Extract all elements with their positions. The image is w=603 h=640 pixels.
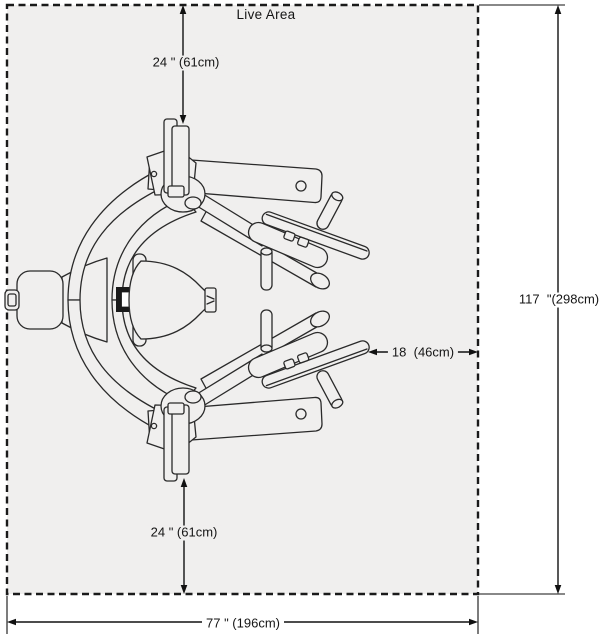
live-area-label: Live Area	[236, 7, 296, 23]
dim-side-clearance-label: 18 (46cm)	[387, 345, 459, 361]
dim-overall-length-label: 117 "(298cm)	[514, 292, 603, 308]
dim-top-clearance-label: 24 " (61cm)	[148, 55, 224, 71]
machine-drawing	[4, 118, 372, 482]
dim-overall-width-label: 77 " (196cm)	[202, 616, 284, 632]
machine-upper-assembly	[67, 118, 370, 301]
machine-seat	[116, 253, 217, 347]
dim-bottom-clearance-label: 24 " (61cm)	[146, 525, 222, 541]
